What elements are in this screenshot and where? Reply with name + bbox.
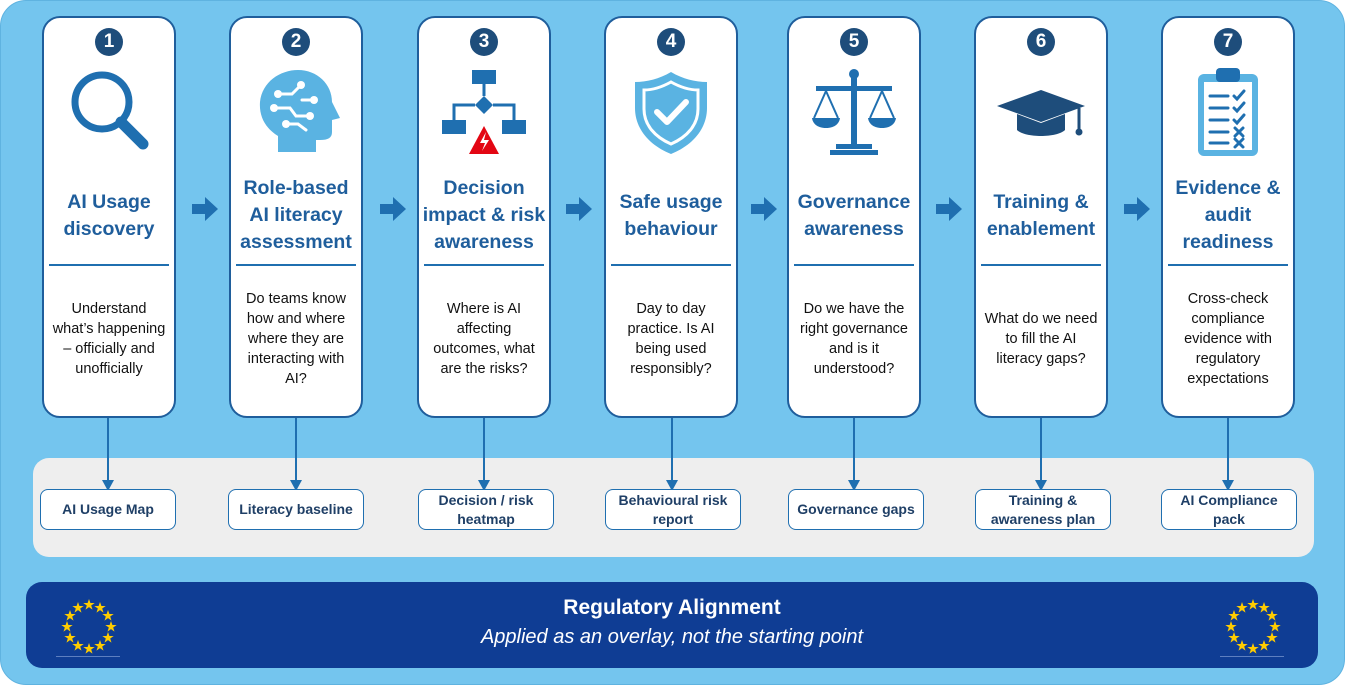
step-number: 3 xyxy=(470,28,498,56)
output-connector xyxy=(666,418,678,491)
divider xyxy=(611,264,731,266)
output-connector xyxy=(478,418,490,491)
step-number: 7 xyxy=(1214,28,1242,56)
step-card-6: 6 Training & enablement What do we need … xyxy=(974,16,1108,418)
step-title: Role-based AI literacy assessment xyxy=(240,177,352,253)
output-box: AI Usage Map xyxy=(40,489,176,530)
flow-arrow-icon xyxy=(751,197,777,221)
divider xyxy=(56,656,120,657)
divider xyxy=(424,264,544,266)
output-connector xyxy=(102,418,114,491)
step-card-3: 3 Decision impact & risk awareness Where… xyxy=(417,16,551,418)
step-title: Evidence & audit readiness xyxy=(1175,177,1281,253)
balance-scale-icon xyxy=(806,64,902,160)
divider xyxy=(236,264,356,266)
ai-head-icon xyxy=(248,64,344,160)
step-title: Training & enablement xyxy=(986,190,1096,240)
flow-arrow-icon xyxy=(936,197,962,221)
step-description: Where is AI affecting outcomes, what are… xyxy=(433,301,535,377)
graduation-cap-icon xyxy=(993,64,1089,160)
step-number: 2 xyxy=(282,28,310,56)
step-number: 4 xyxy=(657,28,685,56)
divider xyxy=(981,264,1101,266)
step-number: 5 xyxy=(840,28,868,56)
divider xyxy=(1220,656,1284,657)
divider xyxy=(794,264,914,266)
step-card-7: 7 Evidence & audit readiness Cross-check… xyxy=(1161,16,1295,418)
step-card-5: 5 Governance awareness Do we have the ri… xyxy=(787,16,921,418)
output-connector xyxy=(1035,418,1047,491)
output-box: AI Compliance pack xyxy=(1161,489,1297,530)
decision-flowchart-warning-icon xyxy=(436,64,532,160)
divider xyxy=(49,264,169,266)
step-title: Safe usage behaviour xyxy=(619,190,723,240)
output-box: Decision / risk heatmap xyxy=(418,489,554,530)
output-box: Training & awareness plan xyxy=(975,489,1111,530)
step-card-2: 2 Role-based AI literacy assessment Do t… xyxy=(229,16,363,418)
output-box: Literacy baseline xyxy=(228,489,364,530)
magnifier-icon xyxy=(61,64,157,160)
step-number: 1 xyxy=(95,28,123,56)
flow-arrow-icon xyxy=(192,197,218,221)
output-connector xyxy=(848,418,860,491)
eu-flag-icon xyxy=(1220,592,1286,658)
step-card-4: 4 Safe usage behaviour Day to day practi… xyxy=(604,16,738,418)
step-card-1: 1 AI Usage discovery Understand what’s h… xyxy=(42,16,176,418)
banner-title: Regulatory Alignment xyxy=(563,596,781,619)
step-description: What do we need to fill the AI literacy … xyxy=(984,311,1098,367)
step-description: Do teams know how and where where they a… xyxy=(246,291,346,387)
divider xyxy=(1168,264,1288,266)
step-title: AI Usage discovery xyxy=(63,190,155,240)
eu-flag-icon xyxy=(56,592,122,658)
clipboard-checklist-icon xyxy=(1180,64,1276,160)
output-connector xyxy=(1222,418,1234,491)
output-box: Behavioural risk report xyxy=(605,489,741,530)
step-description: Understand what’s happening – officially… xyxy=(52,301,166,377)
step-description: Day to day practice. Is AI being used re… xyxy=(627,301,715,377)
step-description: Do we have the right governance and is i… xyxy=(799,301,908,377)
step-number: 6 xyxy=(1027,28,1055,56)
output-box: Governance gaps xyxy=(788,489,924,530)
flow-arrow-icon xyxy=(566,197,592,221)
flow-arrow-icon xyxy=(1124,197,1150,221)
step-description: Cross-check compliance evidence with reg… xyxy=(1184,291,1272,387)
flow-arrow-icon xyxy=(380,197,406,221)
output-connector xyxy=(290,418,302,491)
regulatory-banner: Regulatory Alignment Applied as an overl… xyxy=(26,582,1318,668)
banner-subtitle: Applied as an overlay, not the starting … xyxy=(480,626,864,648)
step-title: Decision impact & risk awareness xyxy=(422,177,546,253)
step-title: Governance awareness xyxy=(797,190,911,240)
shield-check-icon xyxy=(623,64,719,160)
